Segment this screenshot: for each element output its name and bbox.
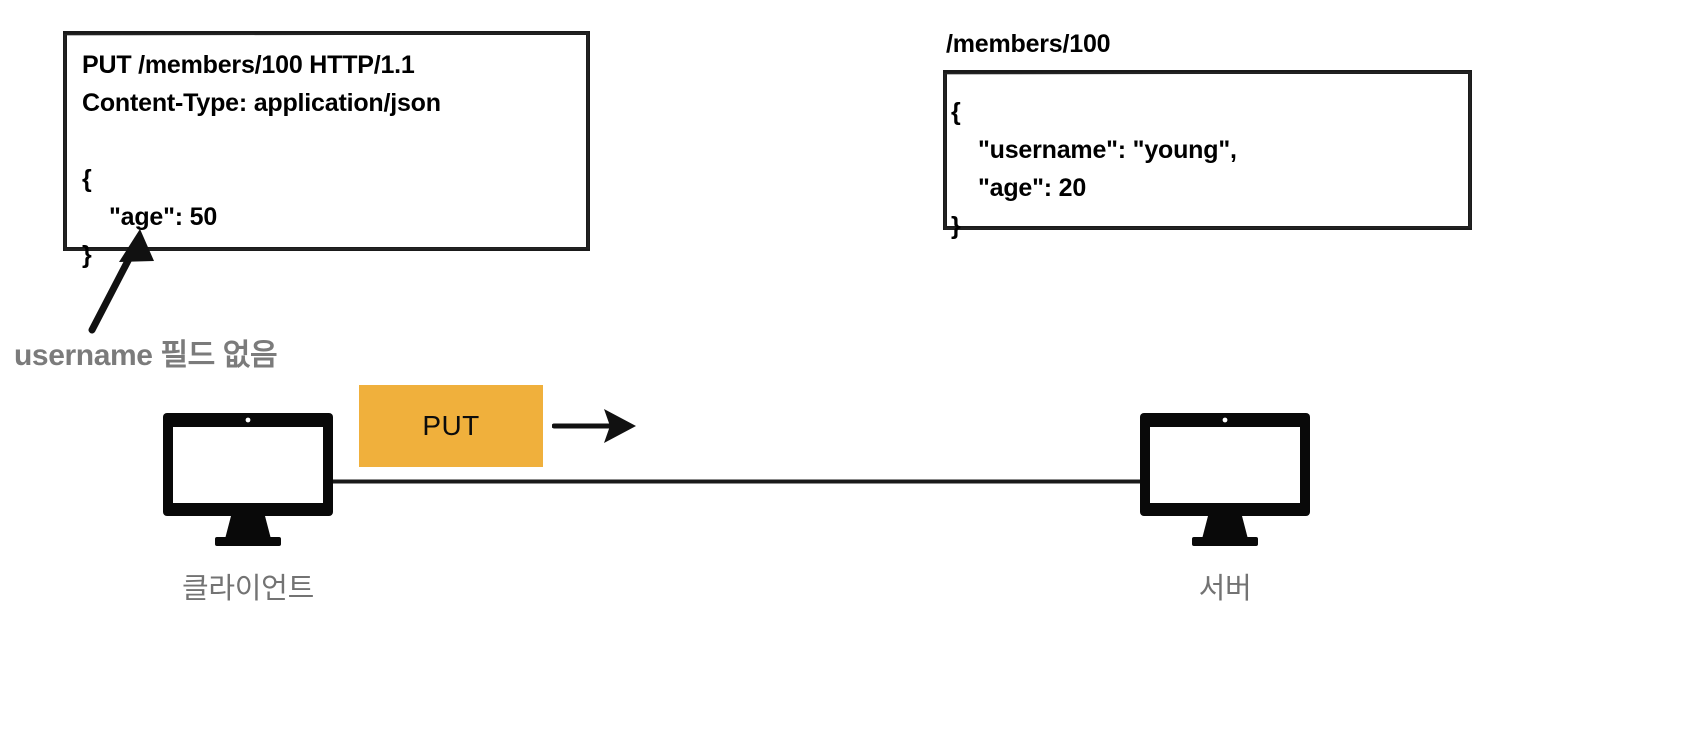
server-resource-box (943, 70, 1472, 230)
http-request-box (63, 31, 590, 251)
http-request-code: PUT /members/100 HTTP/1.1 Content-Type: … (82, 51, 441, 269)
method-badge-put: PUT (359, 385, 543, 467)
client-monitor-icon (163, 413, 333, 546)
annotation-arrow-icon (88, 229, 154, 334)
network-line (330, 479, 1150, 484)
client-caption: 클라이언트 (182, 573, 314, 605)
server-resource-code: { "username": "young", "age": 20 } (951, 98, 1237, 240)
resource-path-label: /members/100 (946, 30, 1111, 58)
annotation-label: username 필드 없음 (14, 339, 278, 372)
server-caption: 서버 (1198, 573, 1252, 605)
method-badge-label: PUT (422, 410, 480, 441)
request-direction-arrow-icon (552, 409, 636, 443)
server-monitor-icon (1140, 413, 1310, 546)
